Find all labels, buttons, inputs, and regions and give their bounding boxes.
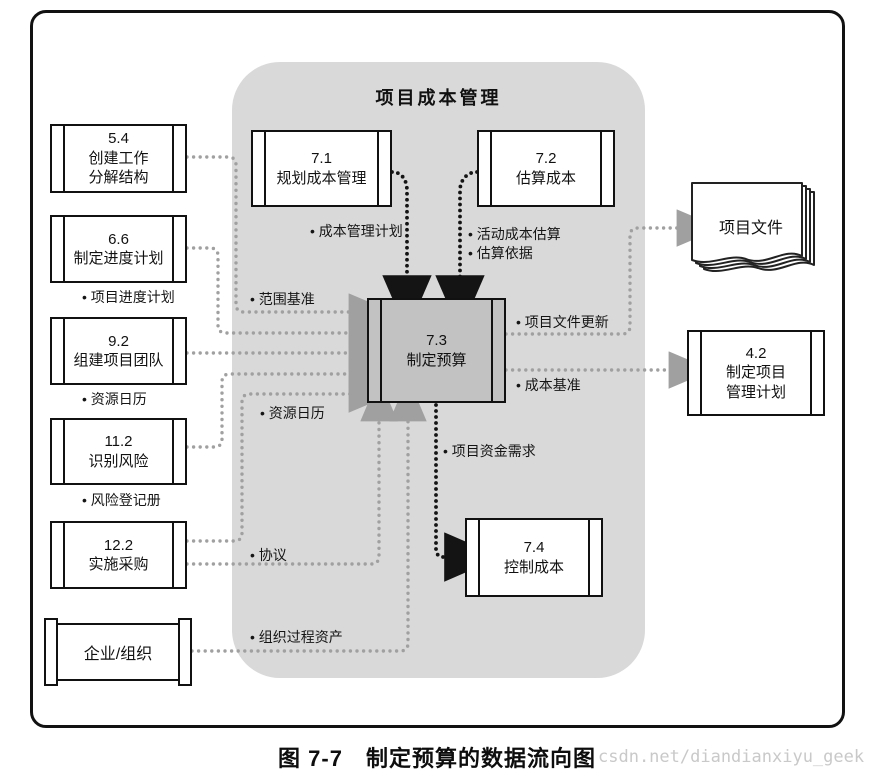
box-inner-line [810, 332, 812, 414]
box-inner-line [63, 217, 65, 281]
box-inner-line [377, 132, 379, 205]
process-label: 6.6 制定进度计划 [73, 230, 163, 269]
process-code: 7.2 [535, 150, 557, 167]
box-inner-line [63, 523, 65, 587]
entity-project-documents [691, 182, 825, 288]
process-name: 制定项目 管理计划 [725, 364, 786, 401]
box-inner-line [63, 420, 65, 483]
label-funding-requirements: • 项目资金需求 [443, 443, 536, 459]
box-inner-line [491, 300, 493, 401]
process-code: 7.3 [426, 332, 447, 349]
process-name: 估算成本 [515, 169, 576, 187]
label-resource-calendars-inner: • 资源日历 [260, 405, 325, 421]
process-name: 创建工作 分解结构 [88, 149, 149, 187]
label-scope-baseline: • 范围基准 [250, 291, 315, 307]
process-label: 9.2 组建项目团队 [73, 332, 163, 371]
process-label: 7.2 估算成本 [516, 149, 576, 188]
process-11-2-identify-risks: 11.2 识别风险 [50, 418, 187, 485]
process-name: 控制成本 [503, 558, 564, 576]
process-7-4-control-costs: 7.4 控制成本 [465, 518, 603, 597]
process-6-6-develop-schedule: 6.6 制定进度计划 [50, 215, 187, 283]
process-label: 12.2 实施采购 [88, 536, 148, 575]
project-documents-label: 项目文件 [718, 220, 783, 237]
process-name: 组建项目团队 [73, 352, 164, 369]
process-code: 7.4 [523, 539, 545, 556]
box-inner-line [264, 132, 266, 205]
process-code: 4.2 [745, 344, 767, 362]
process-9-2-acquire-team: 9.2 组建项目团队 [50, 317, 187, 385]
process-code: 9.2 [108, 332, 129, 350]
box-inner-line [172, 420, 174, 483]
figure-caption: 图 7-7 制定预算的数据流向图 [278, 746, 596, 771]
process-label: 7.3 制定预算 [406, 331, 466, 370]
process-label: 11.2 识别风险 [88, 432, 148, 471]
org-box-cap [44, 618, 58, 686]
label-risk-register: • 风险登记册 [82, 492, 161, 508]
label-agreements: • 协议 [250, 547, 287, 563]
process-code: 6.6 [108, 230, 129, 248]
process-5-4-create-wbs: 5.4 创建工作 分解结构 [50, 124, 187, 193]
box-inner-line [172, 319, 174, 383]
process-label: 7.1 规划成本管理 [276, 149, 366, 188]
group-title: 项目成本管理 [375, 88, 502, 108]
label-cost-baseline: • 成本基准 [516, 377, 581, 393]
document-stack-icon [691, 182, 815, 272]
box-inner-line [63, 126, 65, 191]
box-inner-line [172, 217, 174, 281]
process-name: 制定预算 [406, 351, 467, 369]
box-inner-line [700, 332, 702, 414]
label-schedule-plan: • 项目进度计划 [82, 289, 175, 305]
label-activity-cost-estimates: • 活动成本估算 [468, 226, 561, 242]
process-name: 规划成本管理 [276, 169, 367, 187]
process-name: 实施采购 [88, 556, 149, 573]
org-box-cap [178, 618, 192, 686]
process-label: 5.4 创建工作 分解结构 [88, 129, 148, 188]
process-7-3-determine-budget: 7.3 制定预算 [367, 298, 506, 403]
box-inner-line [63, 319, 65, 383]
box-inner-line [478, 520, 480, 595]
watermark-text: csdn.net/diandianxiyu_geek [598, 747, 865, 767]
label-opa: • 组织过程资产 [250, 629, 343, 645]
process-code: 11.2 [104, 433, 133, 450]
process-name: 制定进度计划 [73, 250, 164, 267]
label-resource-calendars-left: • 资源日历 [82, 391, 147, 407]
label-doc-updates: • 项目文件更新 [516, 314, 609, 330]
process-label: 7.4 控制成本 [504, 538, 564, 577]
label-estimate-basis: • 估算依据 [468, 245, 533, 261]
box-inner-line [172, 523, 174, 587]
entity-enterprise-organization: 企业/组织 [44, 618, 192, 686]
box-inner-line [588, 520, 590, 595]
process-code: 7.1 [311, 150, 332, 167]
box-inner-line [490, 132, 492, 205]
process-code: 12.2 [103, 536, 134, 554]
process-7-2-estimate-costs: 7.2 估算成本 [477, 130, 615, 207]
process-7-1-plan-cost-management: 7.1 规划成本管理 [251, 130, 392, 207]
process-4-2-develop-pm-plan: 4.2 制定项目 管理计划 [687, 330, 825, 416]
box-inner-line [600, 132, 602, 205]
process-code: 5.4 [108, 130, 129, 148]
org-label: 企业/组织 [83, 646, 153, 663]
label-cost-mgmt-plan: • 成本管理计划 [310, 223, 403, 239]
box-inner-line [172, 126, 174, 191]
box-inner-line [380, 300, 382, 401]
process-12-2-conduct-procurements: 12.2 实施采购 [50, 521, 187, 589]
process-name: 识别风险 [88, 452, 149, 470]
process-label: 4.2 制定项目 管理计划 [726, 344, 786, 403]
